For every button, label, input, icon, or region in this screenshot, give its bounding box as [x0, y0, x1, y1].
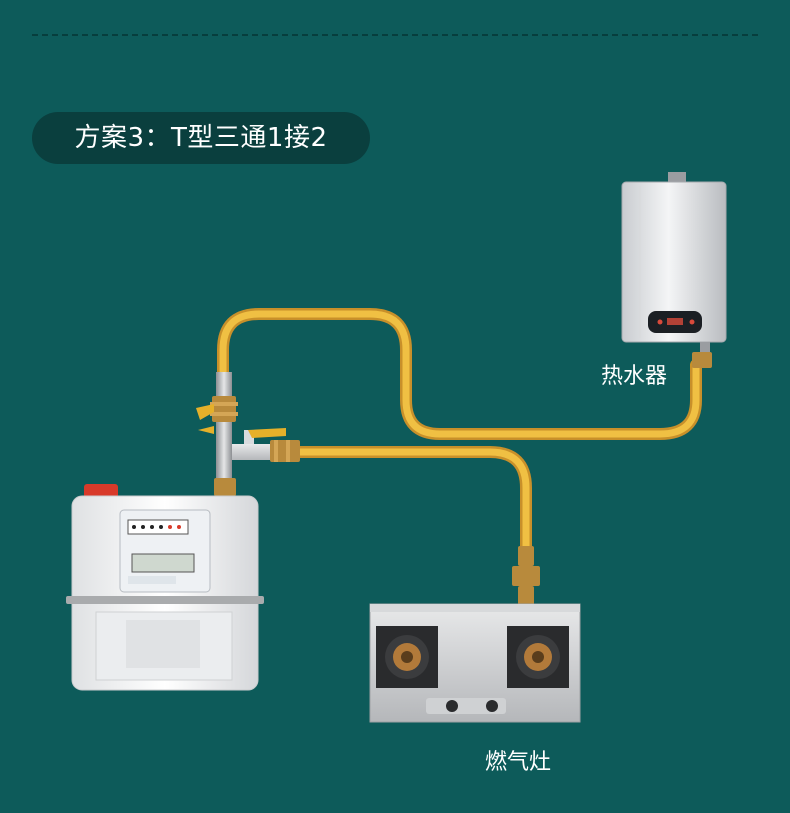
water-heater-label: 热水器 — [601, 358, 667, 390]
gas-stove — [370, 604, 580, 722]
stove-connector — [512, 546, 540, 606]
t-fitting — [196, 372, 300, 496]
hose-to-stove — [300, 452, 526, 548]
gas-stove-label: 燃气灶 — [485, 744, 551, 776]
gas-meter — [66, 484, 264, 690]
water-heater — [622, 172, 726, 368]
